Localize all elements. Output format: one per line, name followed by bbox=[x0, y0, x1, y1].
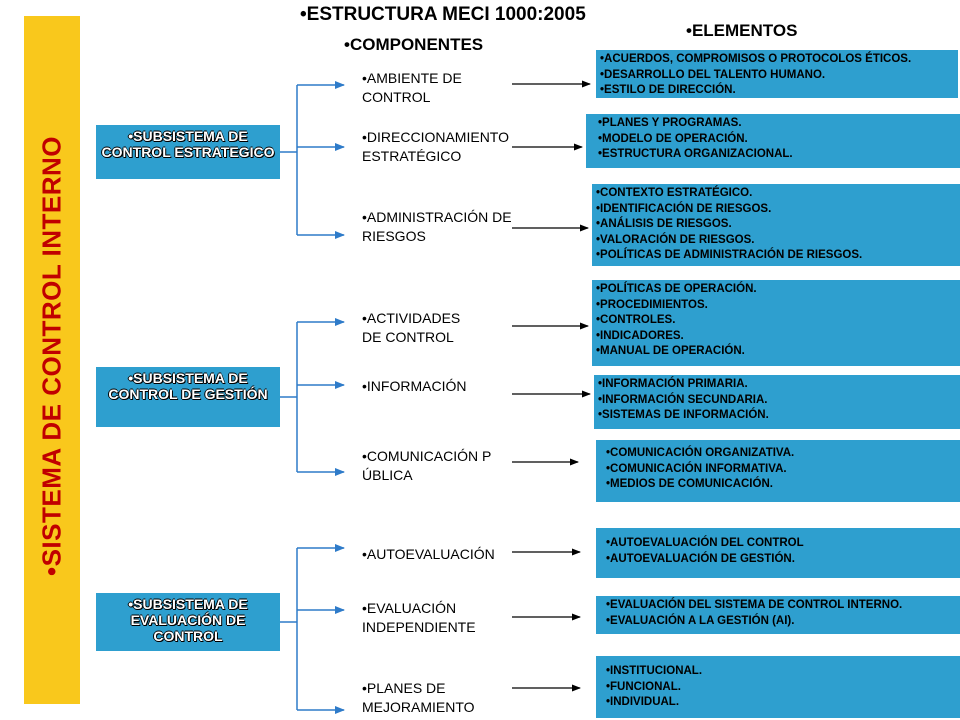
component-comunicacion-publica: COMUNICACIÓN PÚBLICA bbox=[362, 447, 494, 485]
subsystem-gestion: SUBSISTEMA DE CONTROL DE GESTIÓN bbox=[96, 367, 280, 427]
main-title-text: ESTRUCTURA MECI 1000:2005 bbox=[306, 4, 586, 25]
component-label: COMUNICACIÓN PÚBLICA bbox=[362, 448, 492, 483]
element-item: FUNCIONAL. bbox=[606, 680, 956, 696]
element-item: INSTITUCIONAL. bbox=[606, 664, 956, 680]
subsystem-evaluacion-label: SUBSISTEMA DE EVALUACIÓN DE CONTROL bbox=[128, 596, 248, 644]
element-item: AUTOEVALUACIÓN DEL CONTROL bbox=[606, 536, 956, 552]
element-item: COMUNICACIÓN ORGANIZATIVA. bbox=[606, 446, 956, 462]
elements-administracion-de-riesgos: CONTEXTO ESTRATÉGICO. IDENTIFICACIÓN DE … bbox=[592, 184, 960, 266]
component-administracion-de-riesgos: ADMINISTRACIÓN DE RIESGOS bbox=[362, 208, 512, 246]
elements-autoevaluacion: AUTOEVALUACIÓN DEL CONTROL AUTOEVALUACIÓ… bbox=[596, 528, 960, 578]
component-informacion: INFORMACIÓN bbox=[362, 377, 512, 396]
elements-informacion: INFORMACIÓN PRIMARIA. INFORMACIÓN SECUND… bbox=[594, 375, 960, 429]
subsystem-estrategico: SUBSISTEMA DE CONTROL ESTRATEGICO bbox=[96, 125, 280, 179]
component-label: EVALUACIÓN INDEPENDIENTE bbox=[362, 600, 476, 635]
component-label: ACTIVIDADES DE CONTROL bbox=[362, 310, 461, 345]
element-item: EVALUACIÓN DEL SISTEMA DE CONTROL INTERN… bbox=[606, 598, 956, 614]
element-item: AUTOEVALUACIÓN DE GESTIÓN. bbox=[606, 552, 956, 568]
element-item: EVALUACIÓN A LA GESTIÓN (AI). bbox=[606, 614, 956, 630]
component-direccionamiento-estrategico: DIRECCIONAMIENTO ESTRATÉGICO bbox=[362, 128, 510, 166]
elements-planes-de-mejoramiento: INSTITUCIONAL. FUNCIONAL. INDIVIDUAL. bbox=[596, 656, 960, 718]
elements-actividades-de-control: POLÍTICAS DE OPERACIÓN. PROCEDIMIENTOS. … bbox=[592, 280, 960, 366]
element-item: INFORMACIÓN SECUNDARIA. bbox=[598, 393, 956, 409]
element-item: MEDIOS DE COMUNICACIÓN. bbox=[606, 477, 956, 493]
element-item: PROCEDIMIENTOS. bbox=[596, 298, 956, 314]
elements-evaluacion-independiente: EVALUACIÓN DEL SISTEMA DE CONTROL INTERN… bbox=[596, 596, 960, 634]
element-item: CONTROLES. bbox=[596, 313, 956, 329]
element-item: ESTILO DE DIRECCIÓN. bbox=[600, 83, 954, 98]
component-autoevaluacion: AUTOEVALUACIÓN bbox=[362, 545, 510, 564]
component-label: ADMINISTRACIÓN DE RIESGOS bbox=[362, 209, 512, 244]
element-item: POLÍTICAS DE OPERACIÓN. bbox=[596, 282, 956, 298]
element-item: MODELO DE OPERACIÓN. bbox=[598, 132, 956, 148]
element-item: CONTEXTO ESTRATÉGICO. bbox=[596, 186, 956, 202]
component-label: PLANES DE MEJORAMIENTO bbox=[362, 680, 475, 715]
element-item: ESTRUCTURA ORGANIZACIONAL. bbox=[598, 147, 956, 163]
header-componentes: COMPONENTES bbox=[344, 35, 483, 55]
element-item: POLÍTICAS DE ADMINISTRACIÓN DE RIESGOS. bbox=[596, 248, 956, 264]
header-elementos-text: ELEMENTOS bbox=[691, 21, 798, 40]
component-label: AMBIENTE DE CONTROL bbox=[362, 70, 462, 105]
component-ambiente-de-control: AMBIENTE DE CONTROL bbox=[362, 69, 512, 107]
element-item: INFORMACIÓN PRIMARIA. bbox=[598, 377, 956, 393]
elements-ambiente-de-control: ACUERDOS, COMPROMISOS O PROTOCOLOS ÉTICO… bbox=[596, 50, 958, 98]
element-item: INDICADORES. bbox=[596, 329, 956, 345]
component-label: DIRECCIONAMIENTO ESTRATÉGICO bbox=[362, 129, 509, 164]
element-item: ACUERDOS, COMPROMISOS O PROTOCOLOS ÉTICO… bbox=[600, 52, 954, 68]
elements-direccionamiento-estrategico: PLANES Y PROGRAMAS. MODELO DE OPERACIÓN.… bbox=[586, 114, 960, 168]
element-item: SISTEMAS DE INFORMACIÓN. bbox=[598, 408, 956, 424]
element-item: COMUNICACIÓN INFORMATIVA. bbox=[606, 462, 956, 478]
main-title: ESTRUCTURA MECI 1000:2005 bbox=[300, 4, 586, 26]
element-item: IDENTIFICACIÓN DE RIESGOS. bbox=[596, 202, 956, 218]
subsystem-evaluacion: SUBSISTEMA DE EVALUACIÓN DE CONTROL bbox=[96, 593, 280, 651]
subsystem-gestion-label: SUBSISTEMA DE CONTROL DE GESTIÓN bbox=[108, 370, 267, 402]
subsystem-estrategico-label: SUBSISTEMA DE CONTROL ESTRATEGICO bbox=[102, 128, 275, 160]
elements-comunicacion-publica: COMUNICACIÓN ORGANIZATIVA. COMUNICACIÓN … bbox=[596, 440, 960, 502]
header-componentes-text: COMPONENTES bbox=[349, 35, 484, 54]
header-elementos: ELEMENTOS bbox=[686, 21, 797, 41]
element-item: PLANES Y PROGRAMAS. bbox=[598, 116, 956, 132]
component-evaluacion-independiente: EVALUACIÓN INDEPENDIENTE bbox=[362, 599, 512, 637]
element-item: ANÁLISIS DE RIESGOS. bbox=[596, 217, 956, 233]
component-actividades-de-control: ACTIVIDADES DE CONTROL bbox=[362, 309, 482, 347]
element-item: DESARROLLO DEL TALENTO HUMANO. bbox=[600, 68, 954, 84]
component-label: INFORMACIÓN bbox=[366, 378, 467, 394]
element-item: MANUAL DE OPERACIÓN. bbox=[596, 344, 956, 360]
component-label: AUTOEVALUACIÓN bbox=[366, 546, 495, 562]
component-planes-de-mejoramiento: PLANES DE MEJORAMIENTO bbox=[362, 679, 512, 717]
element-item: INDIVIDUAL. bbox=[606, 695, 956, 711]
element-item: VALORACIÓN DE RIESGOS. bbox=[596, 233, 956, 249]
